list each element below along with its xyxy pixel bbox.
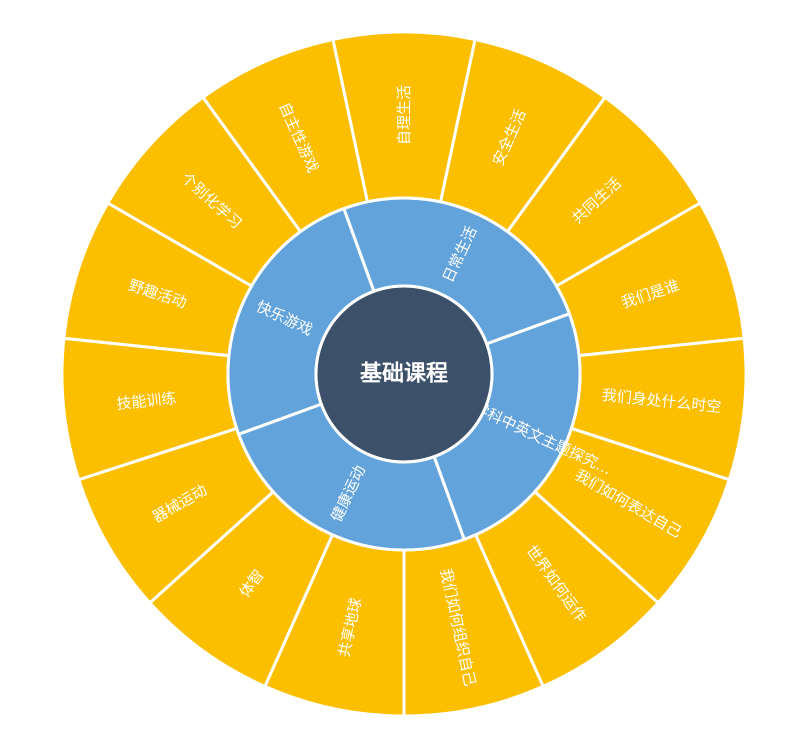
center-circle xyxy=(314,284,494,464)
outer-ring-label: 自理生活 xyxy=(395,85,413,145)
center-hub: 基础课程 xyxy=(314,284,494,464)
center-label: 基础课程 xyxy=(360,362,448,387)
